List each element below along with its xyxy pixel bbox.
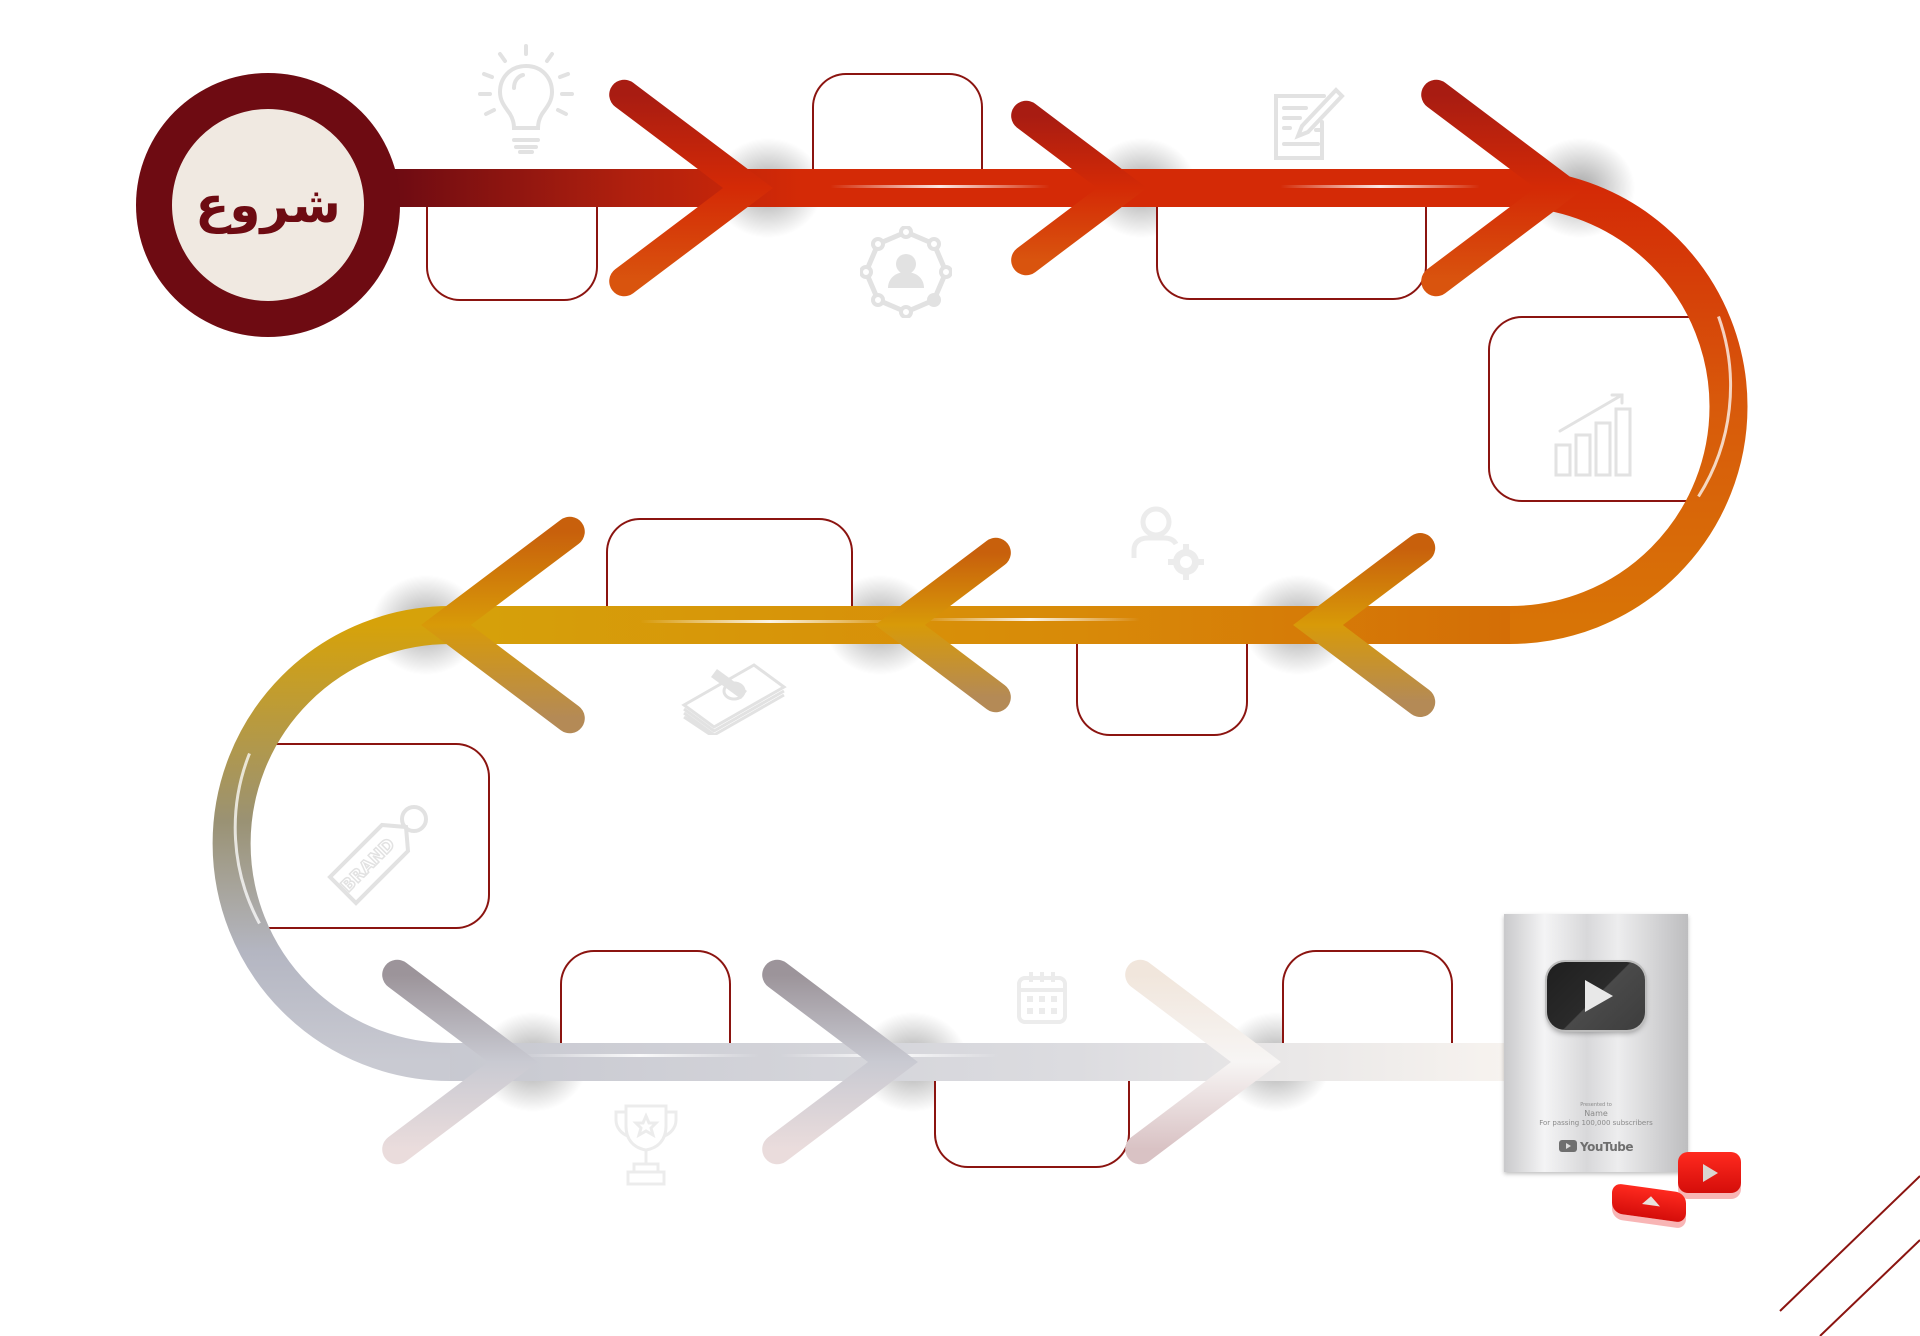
youtube-mini-icon — [1558, 1140, 1577, 1152]
chevron-arrow-4 — [421, 516, 585, 734]
track-curve-left — [212, 606, 451, 1081]
plaque-name: Name — [1584, 1109, 1608, 1118]
start-node-center — [172, 109, 364, 301]
track-shine-1 — [830, 185, 1050, 188]
step-box-3 — [1156, 190, 1427, 300]
corner-line-1 — [1779, 1175, 1920, 1312]
track-shine-4 — [920, 618, 1140, 621]
step-box-8 — [560, 950, 731, 1050]
chevron-arrow-3 — [1421, 79, 1585, 297]
document-pencil-icon — [1274, 87, 1345, 160]
money-stack-icon — [681, 663, 787, 735]
track-shine-5 — [520, 1054, 760, 1057]
chevron-arrow-8 — [762, 959, 918, 1165]
chevron-arrow-6 — [1293, 532, 1436, 718]
corner-decoration — [1779, 1175, 1920, 1336]
brand-tag-icon: BRAND — [327, 805, 428, 906]
track-shine-curve-right — [1697, 315, 1733, 498]
step-box-1 — [426, 190, 598, 301]
start-label: شروع — [195, 176, 341, 234]
chevron-arrow-1 — [609, 79, 773, 297]
chevron-arrow-7 — [382, 959, 538, 1165]
plaque-presented-to: Presented to — [1580, 1102, 1612, 1108]
calendar-icon — [1017, 972, 1067, 1024]
youtube-red-button-icon — [1678, 1152, 1741, 1193]
plaque-subtitle: For passing 100,000 subscribers — [1539, 1119, 1653, 1127]
step-box-5 — [606, 518, 853, 610]
youtube-silver-plaque: Presented to Name For passing 100,000 su… — [1504, 914, 1688, 1172]
plaque-brand: YouTube — [1579, 1140, 1634, 1154]
step-box-6 — [1076, 630, 1248, 736]
chevron-arrow-2 — [1011, 100, 1147, 276]
user-settings-icon — [1131, 506, 1204, 580]
chevron-arrow-5 — [875, 537, 1011, 713]
track-shine-2 — [1280, 185, 1480, 188]
growth-chart-icon — [1554, 393, 1632, 477]
lightbulb-icon — [478, 44, 574, 154]
user-network-icon — [860, 226, 952, 318]
step-box-10 — [1282, 950, 1453, 1050]
track-shine-curve-left — [233, 752, 261, 925]
corner-line-2 — [1819, 1239, 1920, 1336]
brand-tag-text: BRAND — [337, 835, 399, 897]
step-box-2 — [812, 73, 983, 183]
track-shine-3 — [640, 620, 900, 623]
youtube-play-button-icon — [1547, 962, 1645, 1030]
chevron-arrow-9 — [1125, 959, 1281, 1165]
trophy-icon — [614, 1104, 678, 1186]
start-node — [136, 73, 400, 337]
plaque-youtube-logo: YouTube — [1504, 1140, 1688, 1154]
